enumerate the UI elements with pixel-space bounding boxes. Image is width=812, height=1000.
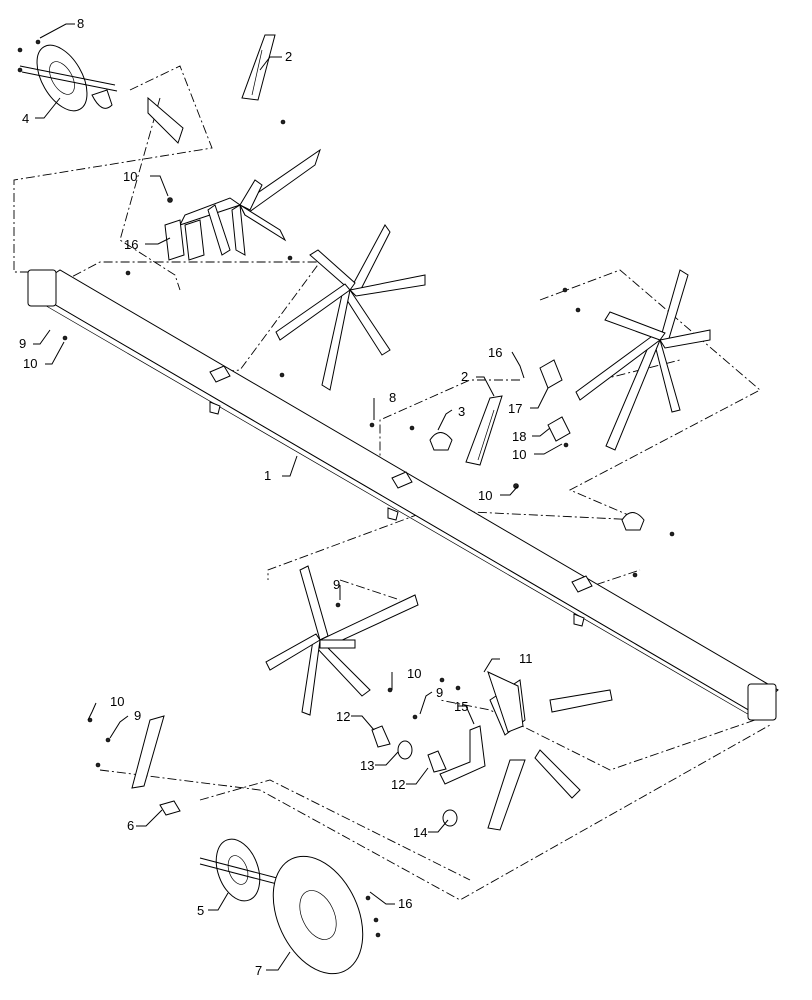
callout-8: 8 [77,16,84,31]
callout-12: 12 [336,709,350,724]
callout-13: 13 [360,758,374,773]
callout-1: 1 [264,468,271,483]
flange-assembly-lower [199,838,364,975]
callout-4: 4 [22,111,29,126]
callout-10: 10 [123,169,137,184]
main-tube [27,269,779,721]
callout-16: 16 [124,237,138,252]
callout-10: 10 [512,447,526,462]
callout-6: 6 [127,818,134,833]
callout-10: 10 [110,694,124,709]
callout-2: 2 [285,49,292,64]
callout-11: 11 [519,651,533,666]
callout-10: 10 [478,488,492,503]
callout-14: 14 [413,825,427,840]
hardware-bits [131,219,645,827]
callout-10: 10 [23,356,37,371]
spider-upper-left [179,148,321,256]
callout-18: 18 [512,429,526,444]
paddle-upper [241,34,276,101]
spider-right [575,269,711,451]
paddle-middle [465,395,503,466]
callout-5: 5 [197,903,204,918]
callout-17: 17 [508,401,522,416]
spider-center [275,224,426,391]
callout-16: 16 [488,345,502,360]
callout-10: 10 [407,666,421,681]
callout-16: 16 [398,896,412,911]
spider-lower [265,565,419,716]
callout-2: 2 [461,369,468,384]
callout-7: 7 [255,963,262,978]
callout-9: 9 [436,685,443,700]
callouts: 8 2 4 10 16 9 10 1 8 3 2 10 16 17 18 10 … [19,16,533,978]
callout-9: 9 [333,577,340,592]
callout-3: 3 [458,404,465,419]
assembly-guide-lines [13,65,771,901]
callout-9: 9 [19,336,26,351]
fasteners [17,39,675,938]
leader-lines [33,23,563,971]
callout-15: 15 [454,699,468,714]
callout-8: 8 [389,390,396,405]
callout-12: 12 [391,777,405,792]
callout-9: 9 [134,708,141,723]
flange-assembly-upper [19,44,184,144]
